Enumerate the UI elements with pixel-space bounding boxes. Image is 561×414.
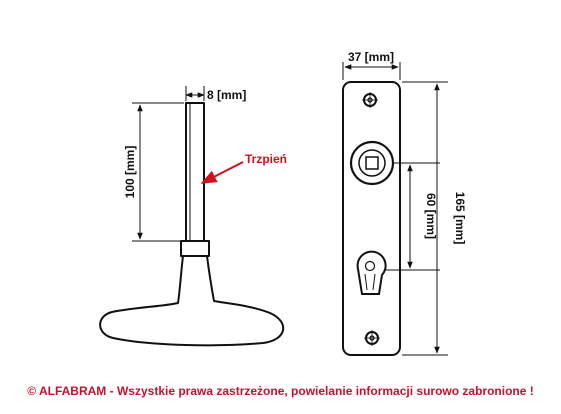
- handle-grip: [99, 255, 285, 347]
- plate-drawing: [342, 81, 401, 356]
- plate-height-label: 165 [mm]: [453, 192, 467, 245]
- plate-outline: [342, 81, 401, 356]
- cylinder-cutout: [356, 250, 387, 295]
- spacing-label: 60 [mm]: [424, 193, 438, 239]
- collar: [180, 240, 210, 257]
- handle-socket: [349, 140, 395, 186]
- copyright-notice: © ALFABRAM - Wszystkie prawa zastrzeżone…: [27, 384, 534, 398]
- spindle: [185, 102, 205, 242]
- spindle-width-label: 8 [mm]: [207, 88, 246, 102]
- callout-arrow: [200, 161, 244, 184]
- spindle-dimensions: [132, 86, 205, 242]
- callout-label: Trzpień: [245, 152, 287, 166]
- bottom-screw-hole: [364, 330, 380, 346]
- top-screw-hole: [362, 92, 378, 108]
- spindle-length-label: 100 [mm]: [123, 146, 137, 199]
- plate-width-label: 37 [mm]: [348, 50, 394, 64]
- handle-drawing: [99, 102, 285, 347]
- plate-dimensions: [342, 62, 448, 356]
